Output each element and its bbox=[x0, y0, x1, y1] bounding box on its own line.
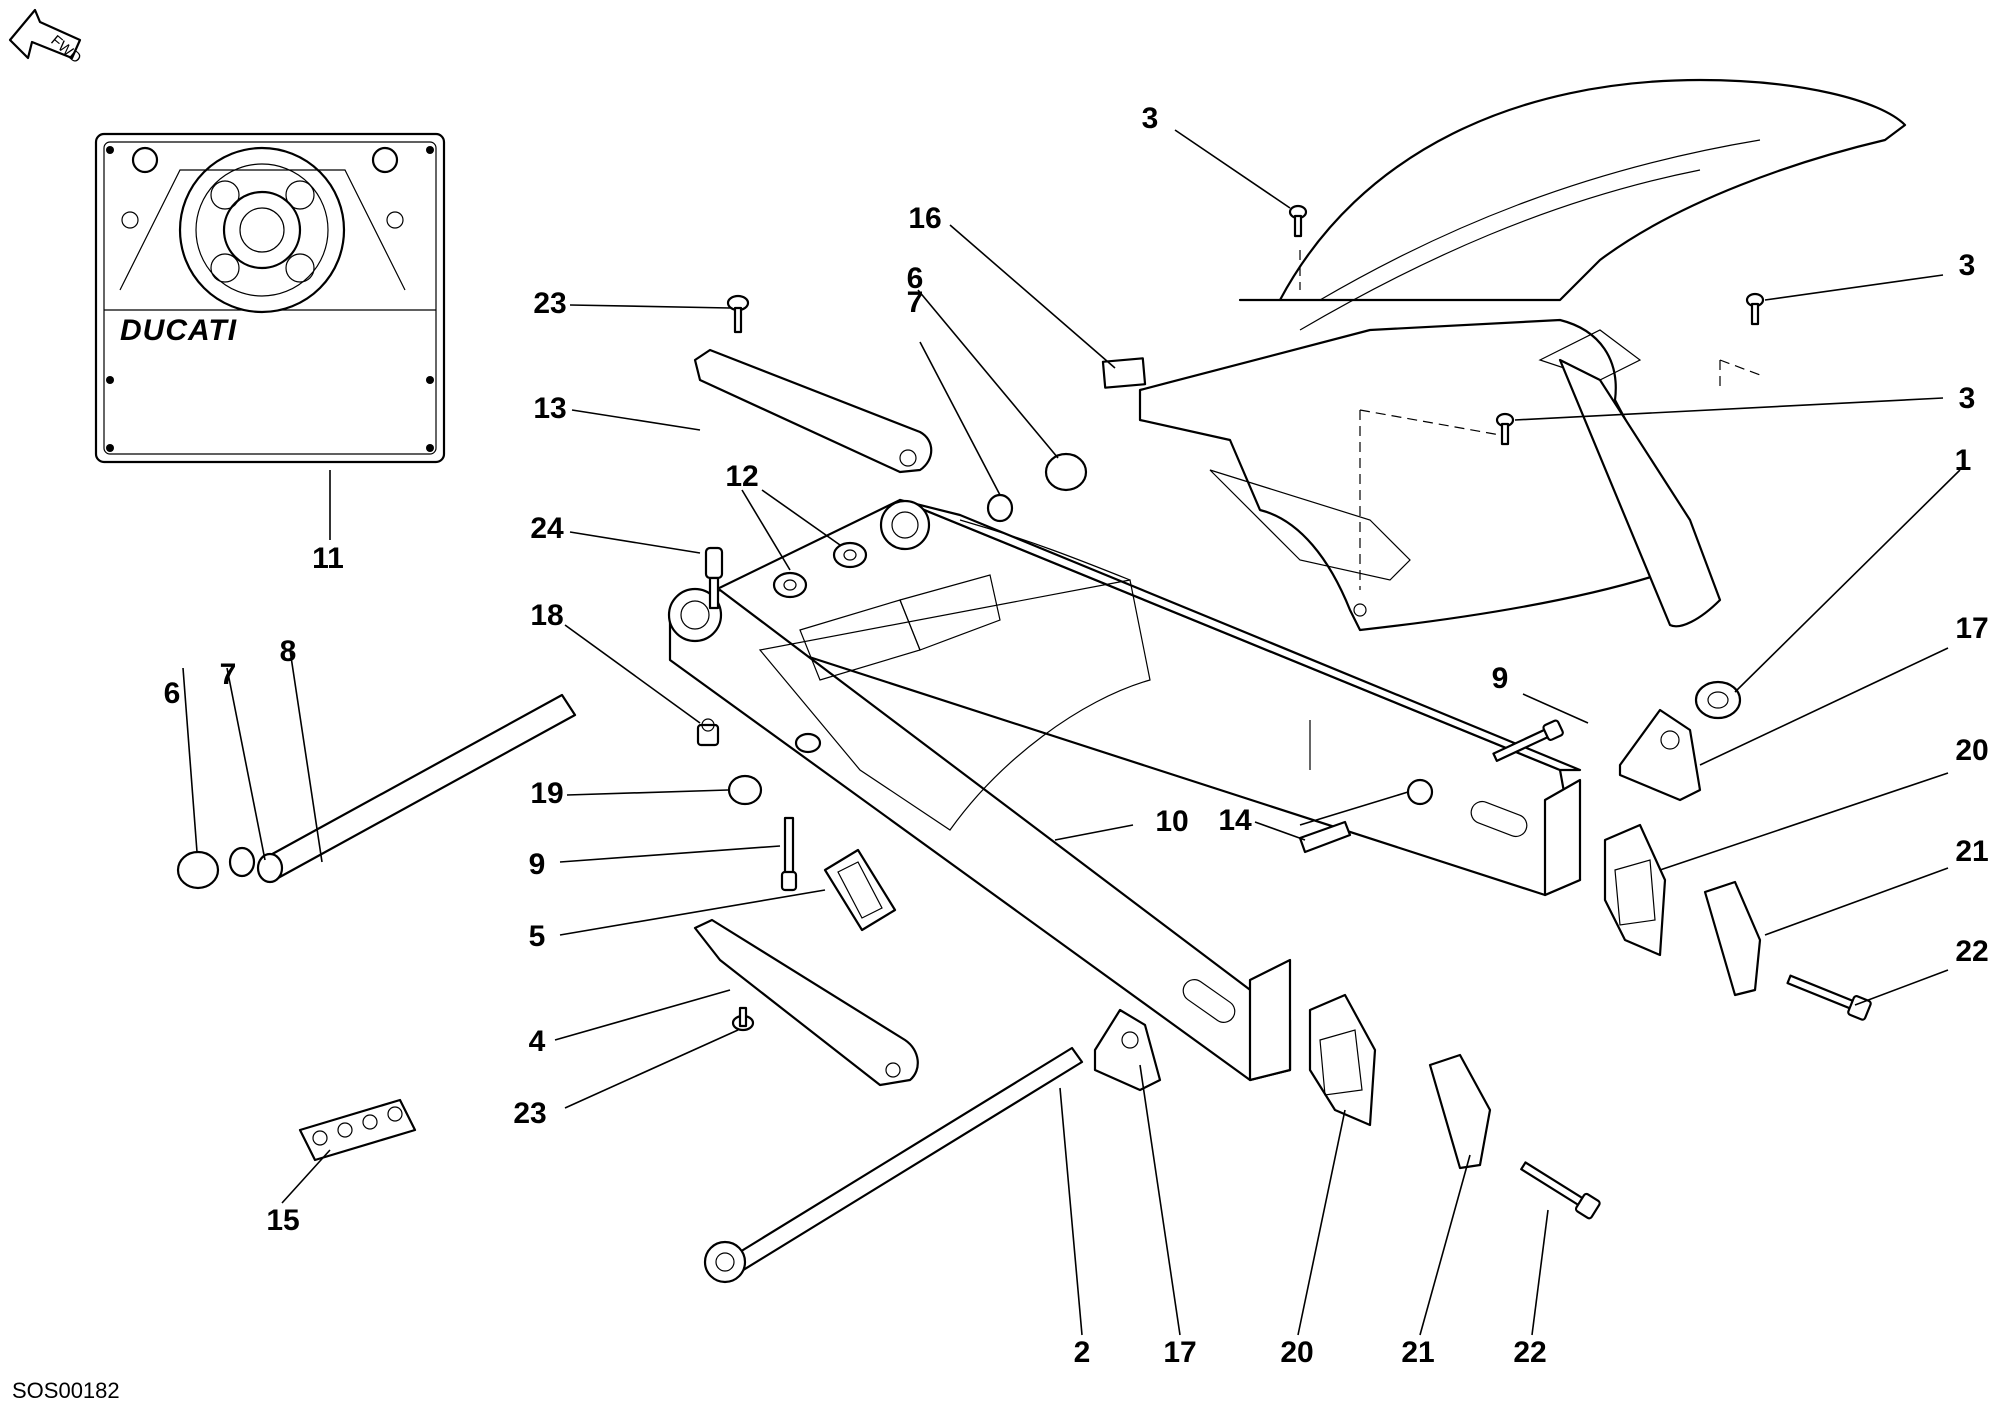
callout-22: 22 bbox=[1513, 1336, 1546, 1369]
callout-6: 6 bbox=[164, 677, 181, 710]
callout-3: 3 bbox=[1959, 382, 1976, 415]
part-22-bolts bbox=[1520, 974, 1872, 1220]
part-23-screws bbox=[726, 294, 755, 1032]
part-12-washers bbox=[772, 541, 868, 599]
callout-14: 14 bbox=[1218, 804, 1252, 837]
callout-2: 2 bbox=[1074, 1336, 1091, 1369]
callout-13: 13 bbox=[533, 392, 566, 425]
leader-lines bbox=[182, 129, 1961, 1336]
callout-8: 8 bbox=[280, 635, 297, 668]
callout-21: 21 bbox=[1401, 1336, 1434, 1369]
part-24-bolt bbox=[704, 546, 724, 610]
callout-7: 7 bbox=[907, 286, 924, 319]
callout-labels: 3 3 3 1 17 20 21 22 16 6 7 23 13 12 24 1… bbox=[164, 102, 1989, 1369]
callout-3: 3 bbox=[1959, 249, 1976, 282]
part-1-bushing bbox=[1694, 680, 1742, 720]
callout-3: 3 bbox=[1142, 102, 1159, 135]
callout-23: 23 bbox=[533, 287, 566, 320]
callout-11: 11 bbox=[312, 542, 344, 575]
part-3-screws bbox=[1288, 204, 1765, 446]
callout-10: 10 bbox=[1155, 805, 1188, 838]
callout-22: 22 bbox=[1955, 935, 1988, 968]
forward-label: FWD bbox=[47, 32, 84, 67]
callout-18: 18 bbox=[530, 599, 563, 632]
callout-12: 12 bbox=[725, 460, 758, 493]
part-5-pad bbox=[823, 848, 897, 932]
part-8-spindle bbox=[256, 693, 577, 884]
part-13-chain-guide bbox=[693, 348, 933, 474]
forward-arrow-icon: FWD bbox=[8, 8, 85, 67]
callout-9: 9 bbox=[529, 848, 546, 881]
callout-20: 20 bbox=[1955, 734, 1988, 767]
part-15-chain-link bbox=[298, 1098, 417, 1162]
callout-20: 20 bbox=[1280, 1336, 1313, 1369]
callout-15: 15 bbox=[266, 1204, 299, 1237]
part-20-chain-adjusters bbox=[1308, 823, 1667, 1127]
part-9-bolts bbox=[780, 719, 1564, 892]
part-10-swingarm bbox=[667, 498, 1582, 1082]
part-4-chain-slider bbox=[693, 918, 919, 1087]
callout-24: 24 bbox=[530, 512, 564, 545]
callout-17: 17 bbox=[1163, 1336, 1196, 1369]
callout-17: 17 bbox=[1955, 612, 1988, 645]
part-6-plugs bbox=[176, 452, 1088, 890]
callout-19: 19 bbox=[530, 777, 563, 810]
callout-1: 1 bbox=[1955, 444, 1972, 477]
ducati-logo-text: DUCATI bbox=[120, 314, 237, 347]
drawing-code: SOS00182 bbox=[12, 1378, 120, 1403]
rear-mudguard bbox=[1101, 78, 1907, 632]
callout-7: 7 bbox=[220, 658, 237, 691]
callout-5: 5 bbox=[529, 920, 546, 953]
part-7-circlips bbox=[228, 493, 1014, 878]
callout-6: 6 bbox=[907, 262, 924, 295]
part-21-adjuster-blocks bbox=[1428, 880, 1762, 1170]
callout-23: 23 bbox=[513, 1097, 546, 1130]
callout-4: 4 bbox=[529, 1025, 546, 1058]
callout-9: 9 bbox=[1492, 662, 1509, 695]
part-2-axle bbox=[703, 1046, 1084, 1284]
part-18-grease-nipple bbox=[696, 718, 720, 747]
part-11-sprocket-decal: DUCATI bbox=[94, 132, 446, 464]
callout-16: 16 bbox=[908, 202, 941, 235]
part-19-plug bbox=[727, 774, 763, 806]
callout-21: 21 bbox=[1955, 835, 1988, 868]
part-17-brackets bbox=[1093, 708, 1702, 1092]
